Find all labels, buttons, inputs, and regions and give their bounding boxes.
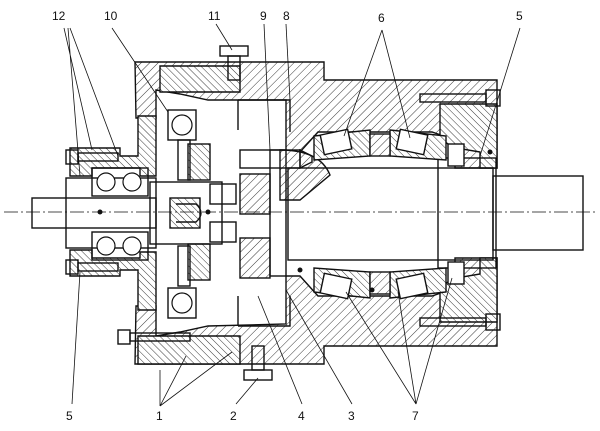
pin-dot-4 (487, 149, 493, 155)
leader-lines (63, 23, 521, 407)
bolt-bottom-plate (117, 329, 191, 345)
hub-key (169, 197, 201, 229)
bearing-spacer-upper (369, 133, 391, 157)
planet-gear-upper (239, 173, 271, 215)
input-bearing-upper-housing (91, 167, 149, 197)
input-shaft (31, 197, 157, 229)
hub-clip (176, 203, 202, 223)
needle-roller-lower (177, 245, 191, 287)
callout-7: 7 (412, 409, 419, 423)
front-cover-lower (69, 249, 157, 311)
hub-washer-upper (209, 183, 237, 205)
callout-2: 2 (230, 409, 237, 423)
input-hub (149, 181, 223, 245)
callout-4: 4 (298, 409, 305, 423)
input-ball-3 (96, 236, 116, 256)
bolt-left-lower (65, 259, 119, 275)
callout-10: 10 (104, 9, 118, 23)
callout-12: 12 (52, 9, 66, 23)
needle-roller-upper (177, 139, 191, 181)
pin-dot-2 (297, 267, 303, 273)
tapered-bearing-lower-left (313, 267, 371, 300)
bolt-left-upper (65, 149, 119, 165)
bolt-right-lower (419, 313, 501, 331)
seal-upper (447, 143, 465, 167)
ring-gear-lower (187, 243, 211, 281)
callout-9: 9 (260, 9, 267, 23)
input-ball-1 (96, 172, 116, 192)
top-cover-plate (159, 65, 241, 93)
seal-lower (447, 261, 465, 285)
bearing-spacer-lower (369, 271, 391, 295)
input-bearing-lower-housing (91, 231, 149, 261)
output-shaft-step (437, 157, 497, 269)
callout-6: 6 (378, 11, 385, 25)
ring-gear-upper (187, 143, 211, 181)
bottom-screw (243, 345, 273, 381)
input-ball-2 (122, 172, 142, 192)
hub-washer-lower (209, 221, 237, 243)
callout-5-right: 5 (516, 9, 523, 23)
carrier-ball-lower (171, 292, 193, 314)
bottom-cover-plate (137, 335, 241, 365)
bolt-right-upper (419, 89, 501, 107)
callout-5-left: 5 (66, 409, 73, 423)
front-cover-upper (69, 115, 157, 177)
carrier-bearing-lower (167, 287, 197, 319)
tapered-bearing-upper-left (313, 128, 371, 161)
callout-8: 8 (283, 9, 290, 23)
output-shaft-end (492, 175, 584, 251)
input-ball-4 (122, 236, 142, 256)
callout-3: 3 (348, 409, 355, 423)
planet-pin-head (299, 148, 313, 170)
top-screw (219, 45, 249, 81)
pin-dot-3 (369, 287, 375, 293)
planet-gear-lower (239, 237, 271, 279)
callout-11: 11 (208, 9, 221, 23)
carrier-ball-upper (171, 114, 193, 136)
callout-1: 1 (156, 409, 163, 423)
